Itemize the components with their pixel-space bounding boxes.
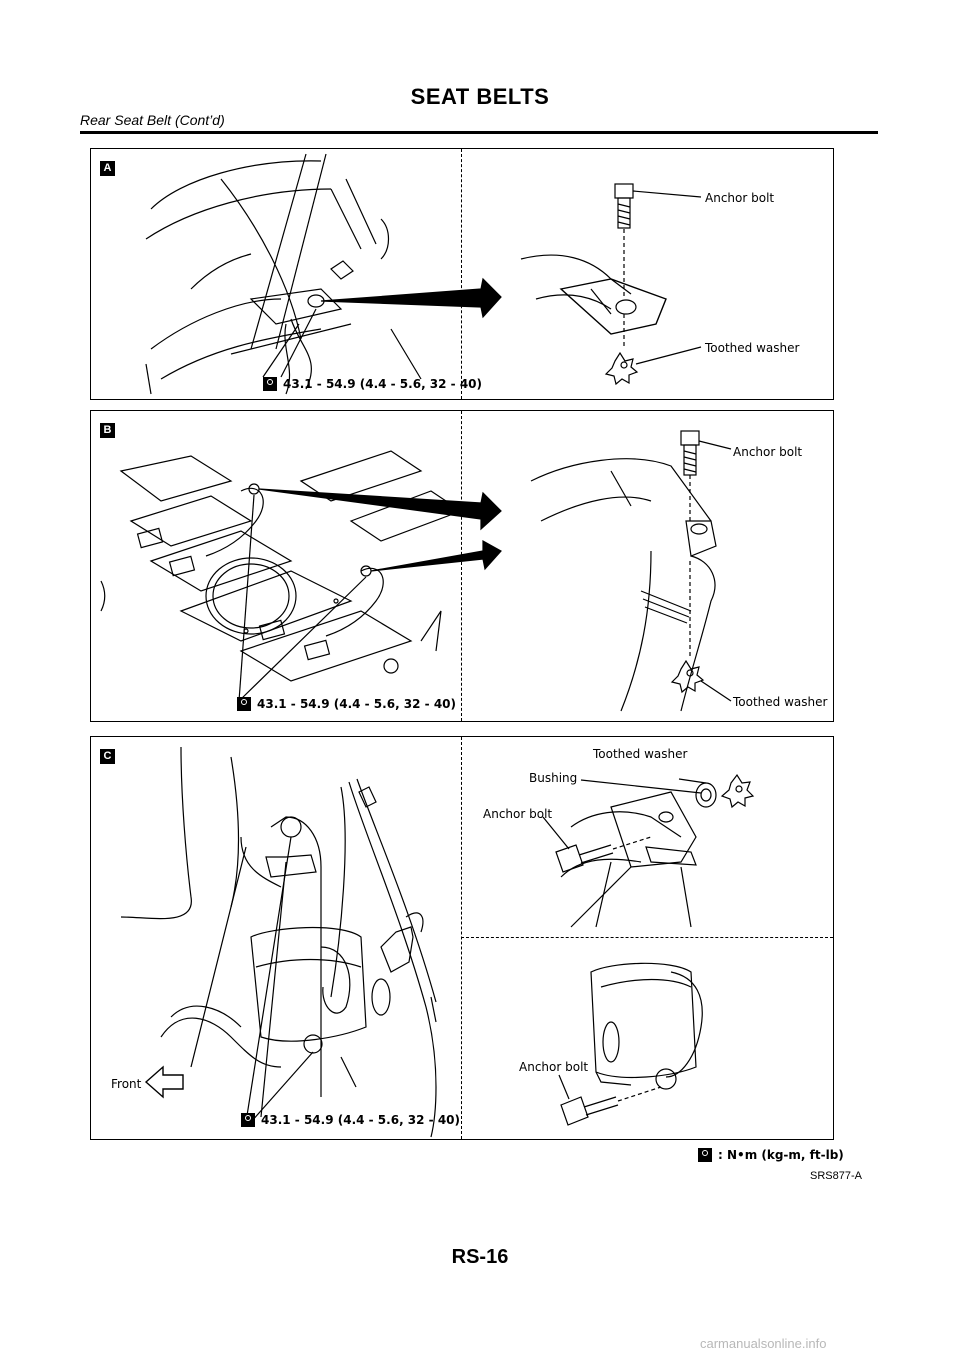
header-rule <box>80 131 878 134</box>
page-title: SEAT BELTS <box>410 84 550 109</box>
page-number: RS-16 <box>451 1246 509 1268</box>
panel-b-toothed-washer-label: Toothed washer <box>733 695 828 709</box>
panel-b-anchor-bolt-label: Anchor bolt <box>733 445 803 459</box>
panel-c-illustration <box>120 746 755 1138</box>
torque-unit-legend: : N•m (kg-m, ft-lb) <box>698 1148 844 1162</box>
panel-c-torque-spec: 43.1 - 54.9 (4.4 - 5.6, 32 - 40) <box>241 1113 460 1127</box>
panel-a-torque-value: 43.1 - 54.9 (4.4 - 5.6, 32 - 40) <box>283 377 483 391</box>
panel-a-torque-spec: 43.1 - 54.9 (4.4 - 5.6, 32 - 40) <box>263 377 482 391</box>
torque-wrench-icon <box>263 377 277 391</box>
panel-c-anchor-bolt-upper-label: Anchor bolt <box>483 807 553 821</box>
watermark: carmanualsonline.info <box>700 1336 827 1351</box>
panel-a: A Anchor bolt Toothed washer 43.1 - 54.9… <box>90 148 834 400</box>
panel-c: C Toothed washer Bushing Anchor bolt Anc… <box>90 736 834 1140</box>
front-arrow-icon <box>144 1065 184 1099</box>
panel-b: B Anchor bolt Toothed washer 43.1 - 54.9… <box>90 410 834 722</box>
panel-c-divider-horizontal <box>461 937 833 938</box>
panel-c-torque-value: 43.1 - 54.9 (4.4 - 5.6, 32 - 40) <box>261 1113 461 1127</box>
panel-a-toothed-washer-label: Toothed washer <box>705 341 800 355</box>
panel-b-badge: B <box>100 423 115 438</box>
torque-unit-text: : N•m (kg-m, ft-lb) <box>718 1148 844 1162</box>
panel-b-divider <box>461 411 462 721</box>
figure-code: SRS877-A <box>810 1170 862 1182</box>
torque-wrench-icon <box>237 697 251 711</box>
panel-c-bushing-label: Bushing <box>529 771 578 785</box>
panel-a-badge: A <box>100 161 115 176</box>
panel-a-anchor-bolt-label: Anchor bolt <box>705 191 775 205</box>
panel-c-anchor-bolt-lower-label: Anchor bolt <box>519 1060 589 1074</box>
panel-b-torque-value: 43.1 - 54.9 (4.4 - 5.6, 32 - 40) <box>257 697 457 711</box>
torque-wrench-icon <box>241 1113 255 1127</box>
panel-a-illustration <box>145 153 702 395</box>
panel-c-badge: C <box>100 749 115 764</box>
panel-c-toothed-washer-label: Toothed washer <box>593 747 688 761</box>
torque-wrench-icon <box>698 1148 712 1162</box>
panel-c-divider-vertical <box>461 737 462 1139</box>
panel-a-divider <box>461 149 462 399</box>
page-subtitle: Rear Seat Belt (Cont’d) <box>80 112 225 128</box>
panel-b-illustration <box>100 430 732 712</box>
panel-c-front-label: Front <box>111 1077 142 1091</box>
panel-b-torque-spec: 43.1 - 54.9 (4.4 - 5.6, 32 - 40) <box>237 697 456 711</box>
